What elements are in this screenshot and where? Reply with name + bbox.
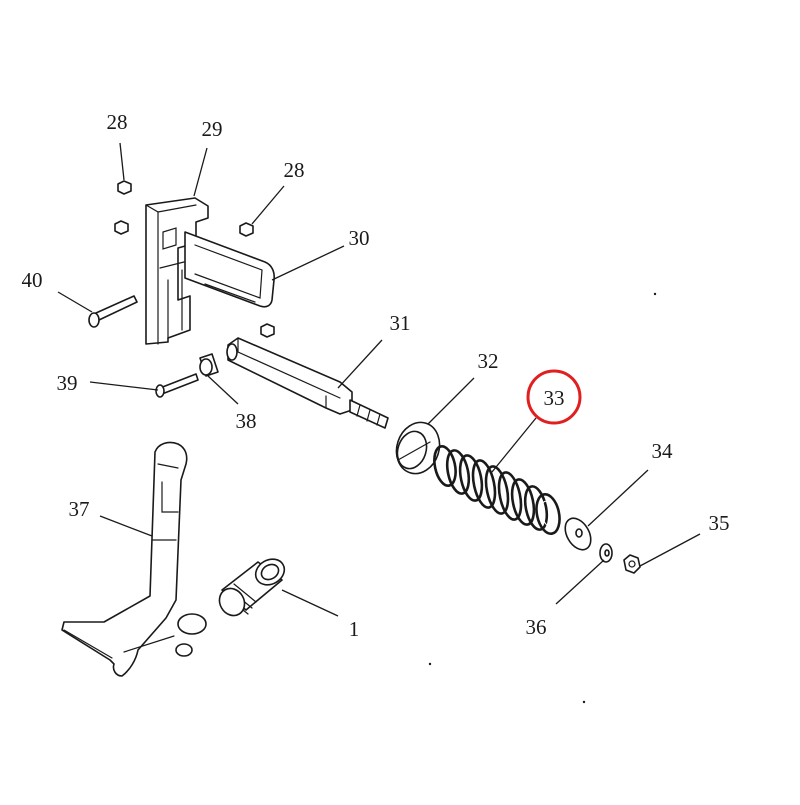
part-35-nut bbox=[623, 554, 641, 574]
part-28-nuts bbox=[114, 180, 275, 338]
label-37: 37 bbox=[69, 497, 90, 521]
label-40: 40 bbox=[22, 268, 43, 292]
label-32: 32 bbox=[478, 349, 499, 373]
label-38: 38 bbox=[236, 409, 257, 433]
part-34-washer bbox=[564, 517, 592, 551]
scan-specks bbox=[428, 292, 657, 704]
label-28-top: 28 bbox=[107, 110, 128, 134]
label-30: 30 bbox=[349, 226, 370, 250]
label-31: 31 bbox=[390, 311, 411, 335]
part-38-collar bbox=[199, 353, 219, 377]
part-36-washer bbox=[599, 543, 613, 563]
part-39-pin bbox=[155, 373, 199, 398]
part-40-bolt bbox=[88, 295, 138, 328]
label-34: 34 bbox=[652, 439, 674, 463]
label-33: 33 bbox=[544, 386, 565, 410]
leader-lines bbox=[57, 142, 701, 617]
part-labels: 28 29 28 30 40 31 32 33 34 35 36 39 38 3… bbox=[22, 110, 730, 641]
label-1: 1 bbox=[349, 617, 360, 641]
highlight-circle-33 bbox=[526, 369, 582, 425]
part-32-spring-seat bbox=[395, 421, 441, 475]
part-33-spring bbox=[433, 445, 561, 535]
label-28-right: 28 bbox=[284, 158, 305, 182]
label-36: 36 bbox=[526, 615, 547, 639]
label-39: 39 bbox=[57, 371, 78, 395]
label-35: 35 bbox=[709, 511, 730, 535]
part-31-rod bbox=[226, 337, 389, 429]
part-1-bushing bbox=[218, 558, 286, 617]
part-30-bar bbox=[184, 231, 275, 308]
part-37-lever bbox=[61, 441, 207, 677]
label-29: 29 bbox=[202, 117, 223, 141]
